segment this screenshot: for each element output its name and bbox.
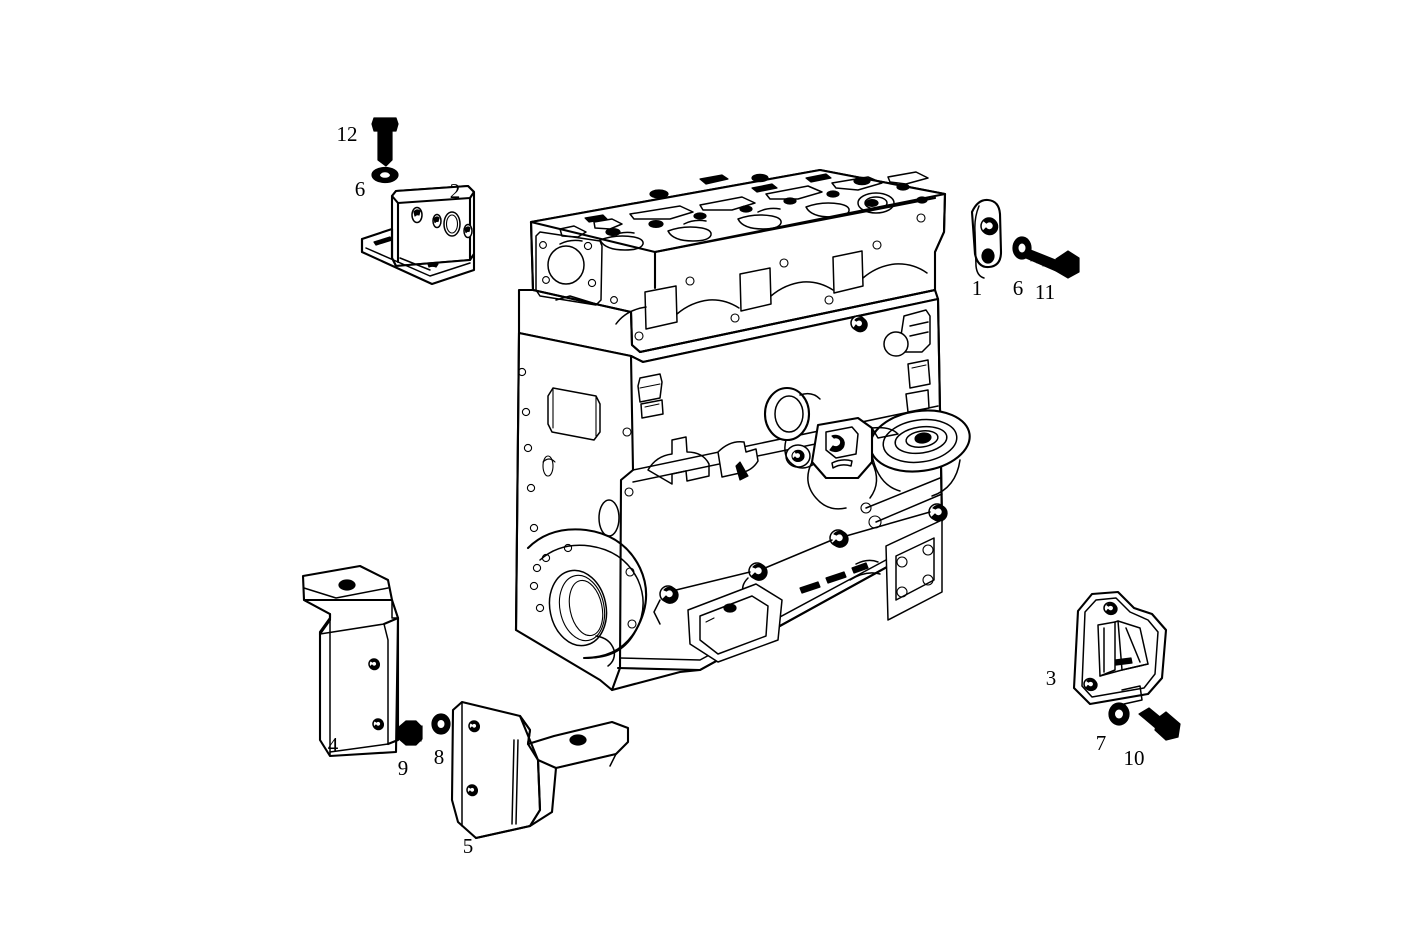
block-mid-features: [647, 436, 811, 485]
callout-10: 10: [1124, 746, 1145, 770]
callout-5: 5: [463, 834, 474, 858]
part-10-hex-bolt: [1138, 707, 1181, 741]
callout-9: 9: [398, 756, 409, 780]
part-6a-lock-washer: [371, 166, 399, 184]
callout-6a: 6: [355, 177, 366, 201]
cylinder-head-ports: [584, 173, 928, 237]
part-6b-lock-washer: [1012, 236, 1032, 260]
part-9-hex-bolt: [398, 720, 423, 746]
callout-12: 12: [337, 122, 358, 146]
oil-pump-boss: [763, 386, 821, 469]
part-12-hex-bolt-vertical: [371, 117, 399, 167]
part-1-oval-mount-link: [970, 198, 1003, 279]
bell-housing-flange: [849, 477, 943, 621]
rear-main-seal-bore: [526, 528, 648, 667]
block-right-bosses: [850, 309, 931, 413]
part-8-lock-washer: [431, 713, 451, 735]
oil-pan-rail-bosses: [653, 503, 948, 625]
callout-2: 2: [450, 179, 461, 203]
callout-1: 1: [972, 276, 983, 300]
callout-labels: 12 6 2 1 6 11 3 7 10 4 9 8 5: [328, 122, 1145, 858]
part-3-engine-mount-bracket: [1072, 590, 1168, 706]
part-4-shield-bracket-left: [301, 564, 400, 758]
block-left-face: [517, 367, 637, 629]
callout-11: 11: [1035, 280, 1055, 304]
part-5-shield-bracket-right: [450, 700, 630, 840]
callout-8: 8: [434, 745, 445, 769]
part-11-hex-bolt: [1025, 248, 1080, 279]
block-upper-bosses: [637, 373, 664, 419]
starter-pocket: [687, 583, 783, 663]
callout-3: 3: [1046, 666, 1057, 690]
block-lower-dash-detail: [799, 562, 869, 594]
callout-7: 7: [1096, 731, 1107, 755]
part-9-hex-bolt-shank: [416, 725, 423, 742]
block-mount-boss: [807, 416, 899, 510]
part-7-lock-washer: [1108, 702, 1130, 726]
part-2-angle-bracket: [360, 184, 476, 286]
callout-4: 4: [328, 733, 339, 757]
callout-6b: 6: [1013, 276, 1024, 300]
head-port-flanges: [610, 213, 928, 341]
engine-block-assembly: [514, 168, 971, 692]
